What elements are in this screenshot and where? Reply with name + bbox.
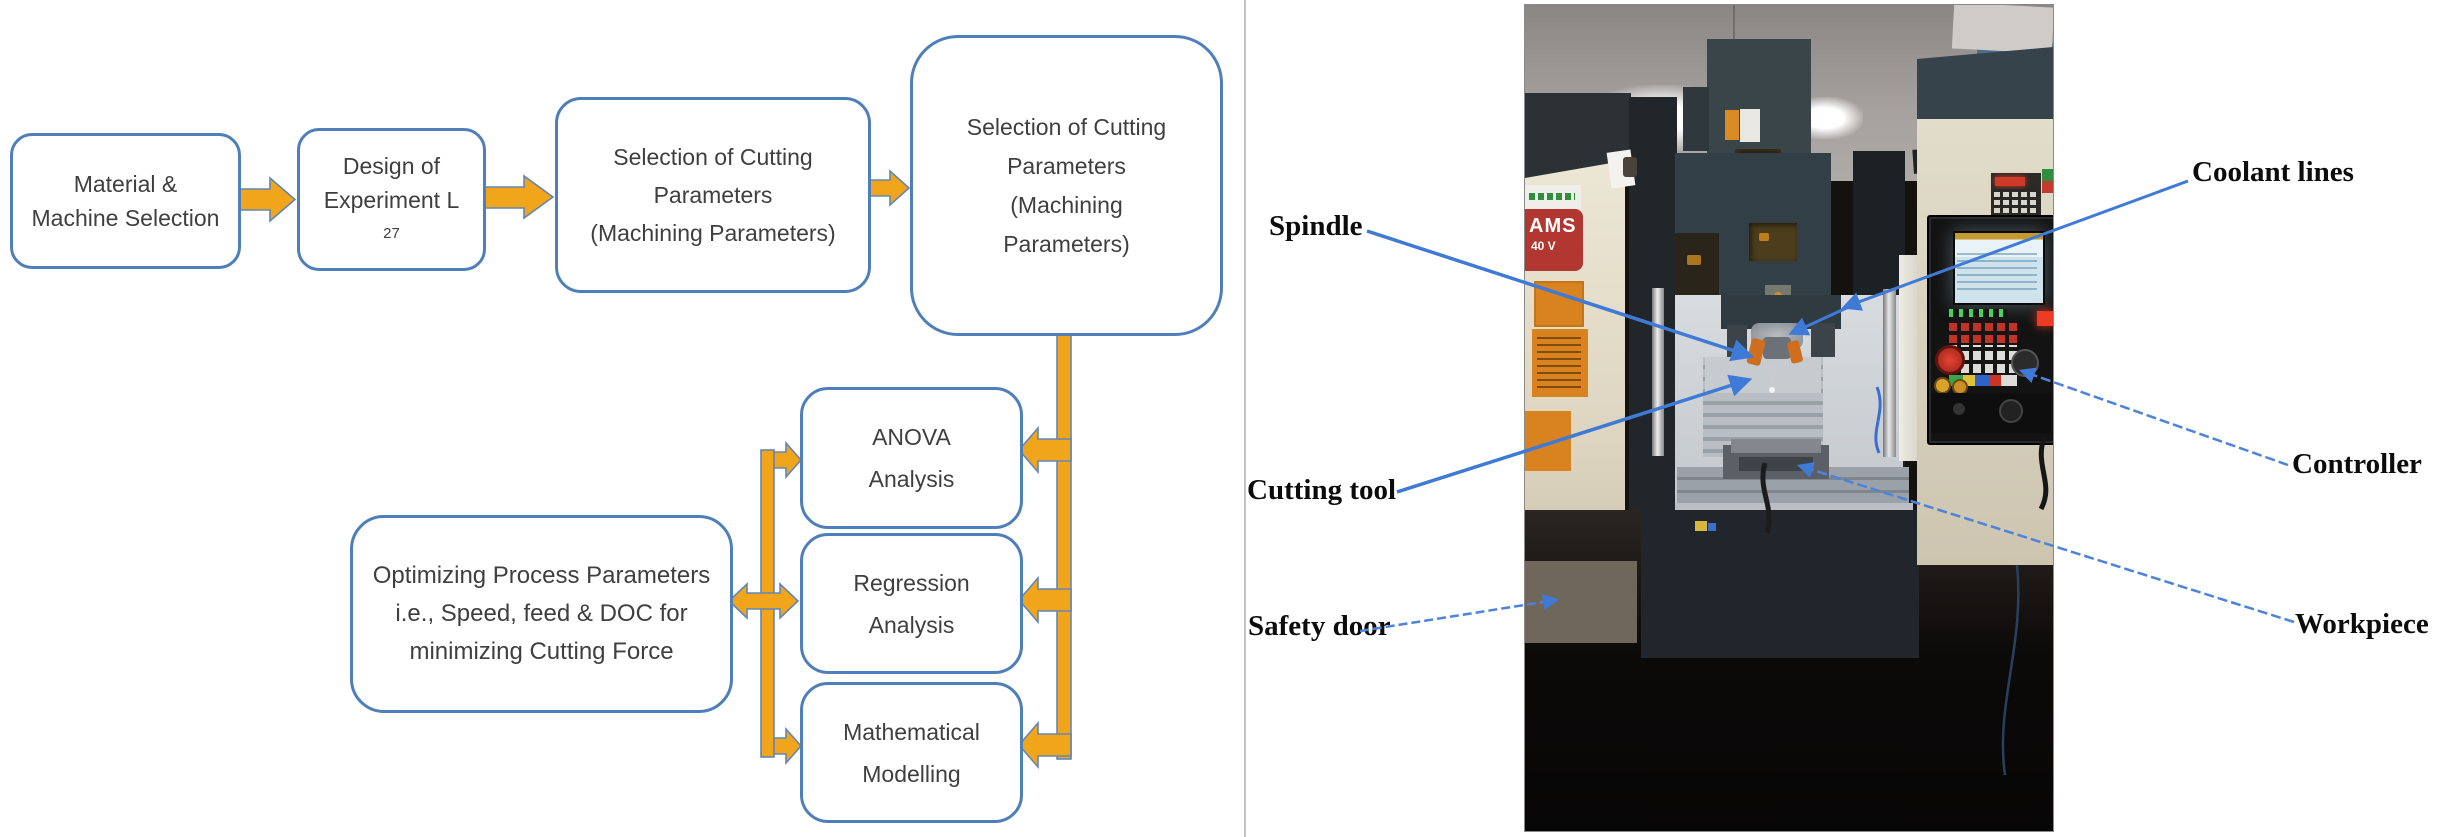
arrow-right-icon: [773, 726, 803, 766]
fitting-blue: [1708, 523, 1716, 531]
arrow-right-icon: [773, 440, 803, 480]
box-line: Material &: [73, 171, 178, 197]
arrow-right-icon: [483, 174, 555, 220]
box-line: (Machining: [1010, 191, 1123, 218]
fitting-yellow: [1695, 521, 1707, 531]
flowchart-connectors: [238, 169, 1072, 770]
label-coolant-lines: Coolant lines: [2192, 156, 2354, 188]
label-spindle: Spindle: [1269, 210, 1363, 242]
vise-handle: [1760, 462, 1772, 534]
brand-sticker-small-green: [2042, 169, 2053, 181]
box-line: Analysis: [868, 611, 955, 638]
box-line: Analysis: [868, 466, 955, 492]
flowchart-box-selection-cutting-parameters-1: Selection of Cutting Parameters (Machini…: [555, 97, 871, 293]
red-led-display: [2037, 311, 2053, 326]
box-line: Selection of Cutting: [613, 144, 813, 170]
controller-arrow: [2018, 367, 2289, 467]
keypad-red: [1949, 319, 2017, 343]
flowchart-box-regression-analysis: Regression Analysis: [800, 533, 1023, 674]
arrow-left-icon: [1017, 720, 1072, 770]
label-controller: Controller: [2292, 448, 2422, 480]
switch-small: [1953, 403, 1965, 415]
tag-clip: [1623, 157, 1637, 177]
emergency-stop-button: [1935, 345, 1965, 375]
box-line: Machine Selection: [31, 205, 220, 231]
box-line: Mathematical: [843, 718, 980, 745]
connector-bar-right: [1056, 329, 1072, 760]
led-row-green: [1949, 309, 2007, 317]
subscript: 27: [383, 224, 400, 242]
hanging-cable: [2001, 564, 2020, 776]
box-line: Selection of Cutting: [966, 113, 1167, 140]
tower-sticker-orange: [1725, 110, 1739, 140]
photo-curves: [1760, 386, 2049, 776]
tower-sticker-white: [1740, 109, 1760, 142]
tower-side-block: [1683, 87, 1709, 151]
switch-round: [1999, 399, 2023, 423]
box-line: Modelling: [862, 760, 961, 787]
flowchart-box-mathematical-modelling: Mathematical Modelling: [800, 682, 1023, 823]
machine-photo: AMS 40 V: [1524, 4, 2054, 832]
arrow-left-icon: [1017, 425, 1072, 475]
jog-knob: [2011, 349, 2039, 377]
flowchart-box-selection-cutting-parameters-2: Selection of Cutting Parameters (Machini…: [910, 35, 1223, 336]
chrome-rod-right: [1883, 289, 1896, 457]
spindle-chuck: [1763, 337, 1791, 359]
box-line: Regression: [853, 569, 970, 596]
vise-top-plate: [1731, 439, 1821, 453]
box-line: minimizing Cutting Force: [409, 638, 674, 665]
blue-coolant-hose: [1874, 386, 1882, 454]
cutting-tool-tip: [1769, 387, 1775, 393]
vise-jaw: [1739, 457, 1813, 471]
box-line: Design of: [342, 152, 441, 179]
head-window-amber: [1749, 223, 1797, 261]
box-line: Parameters): [1003, 230, 1130, 257]
box-line: Parameters: [653, 182, 773, 208]
box-line: ANOVA: [872, 424, 951, 450]
flowchart-box-material-machine-selection: Material & Machine Selection: [10, 133, 241, 269]
label-safety-door: Safety door: [1248, 610, 1391, 642]
label-workpiece: Workpiece: [2295, 608, 2429, 640]
brand-strip-green-text: [1529, 193, 1575, 200]
box-line: i.e., Speed, feed & DOC for: [395, 600, 688, 627]
panel-divider: [1244, 0, 1246, 837]
box-line: Parameters: [1007, 152, 1126, 179]
box-line: Optimizing Process Parameters: [372, 562, 711, 589]
machine-photo-panel: AMS 40 V: [1245, 0, 2445, 837]
box-line: (Machining Parameters): [590, 220, 836, 246]
head-window-glint: [1759, 233, 1769, 241]
cutting-tool-cone: [1765, 363, 1779, 389]
arrow-right-icon: [238, 176, 297, 223]
arrow-double-icon: [727, 582, 800, 620]
arrow-right-icon: [866, 169, 911, 207]
flowchart-box-optimizing-process-parameters: Optimizing Process Parameters i.e., Spee…: [350, 515, 733, 713]
black-cable: [2038, 434, 2049, 511]
arrow-left-icon: [1017, 575, 1072, 625]
label-cutting-tool: Cutting tool: [1247, 474, 1397, 506]
flowchart-box-anova-analysis: ANOVA Analysis: [800, 387, 1023, 529]
keypad-color-row: [1949, 375, 2017, 386]
